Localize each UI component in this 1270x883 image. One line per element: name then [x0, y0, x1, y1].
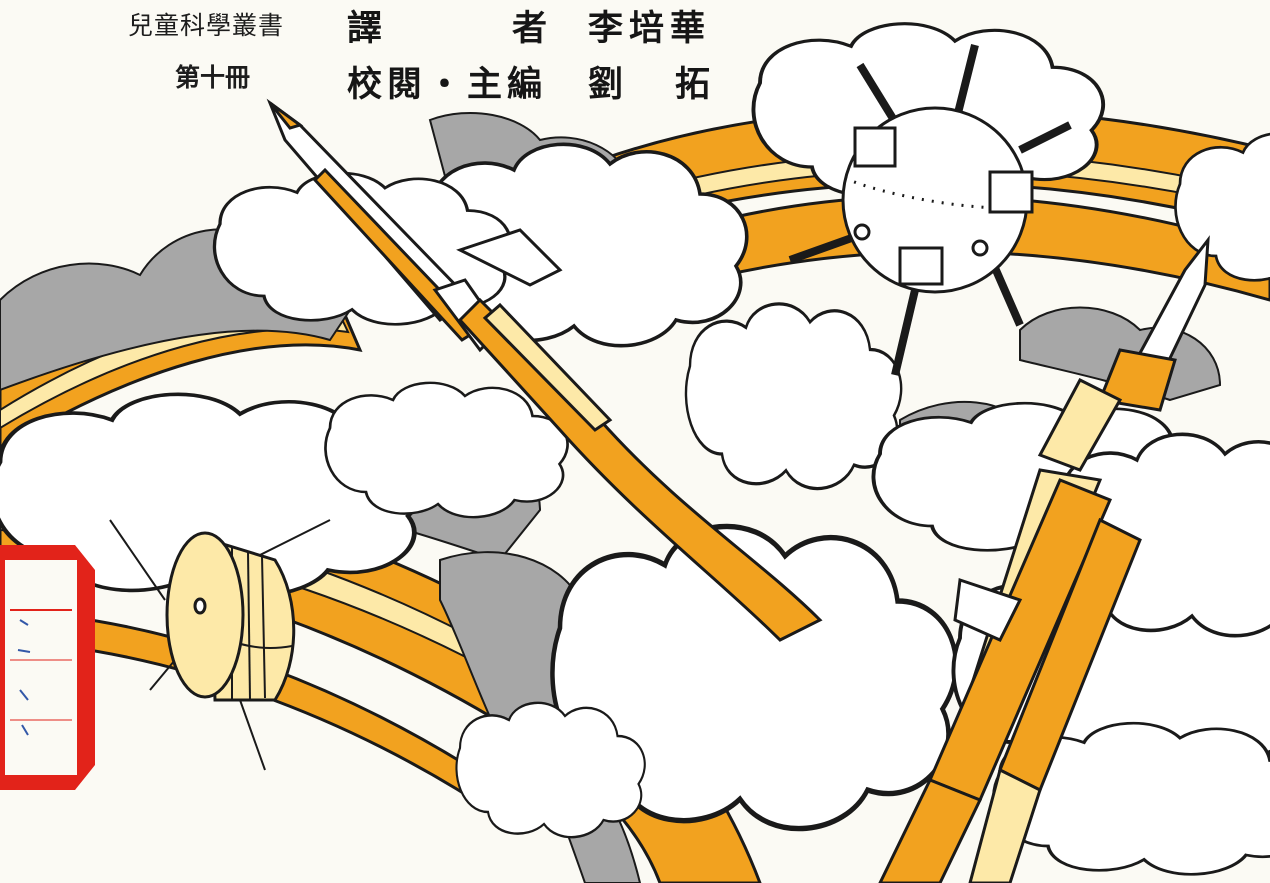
- editor-label: 校閱・主編: [347, 65, 548, 105]
- satellite-icon: [109, 519, 331, 771]
- translator-label: 譯者: [347, 9, 678, 49]
- volume-number: 第十冊: [175, 63, 251, 92]
- series-title: 兒童科學叢書: [128, 11, 285, 40]
- rocket-icon: [266, 98, 823, 642]
- editor-name: 劉拓: [588, 65, 763, 105]
- translator-name: 李培華: [588, 9, 712, 49]
- library-label-icon: [0, 545, 95, 790]
- satellite-icon: [788, 44, 1072, 376]
- rocket-icon: [878, 235, 1210, 883]
